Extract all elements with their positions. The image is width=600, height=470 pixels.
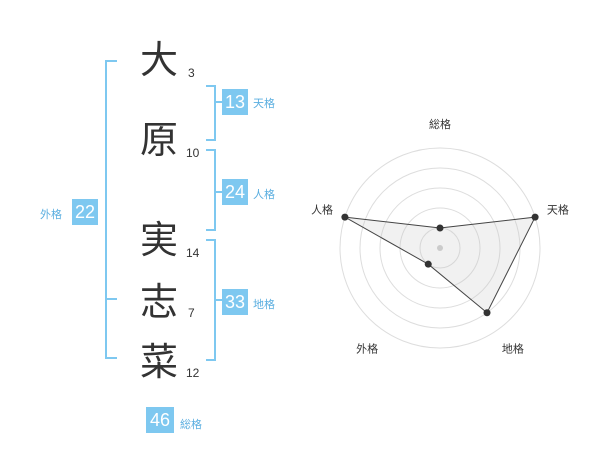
radar-point-5 [341, 213, 349, 221]
radar-point-4 [424, 260, 432, 268]
soukaku-value: 46 [146, 407, 174, 433]
name-char-3: 実 [139, 218, 178, 262]
stroke-count-4: 7 [188, 306, 195, 320]
radar-point-1 [436, 224, 444, 232]
tenkaku-connector [216, 101, 222, 103]
radar-grid [339, 147, 541, 349]
chikaku-value: 33 [222, 289, 248, 315]
radar-area [344, 216, 536, 314]
radar-ring [339, 147, 541, 349]
jinkaku-label: 人格 [253, 188, 275, 201]
jinkaku-bracket [206, 149, 216, 231]
name-char-1: 大 [139, 38, 178, 82]
radar-axis-label-3: 地格 [502, 341, 524, 355]
radar-axis-label-1: 総格 [429, 117, 451, 131]
name-char-5: 菜 [139, 340, 178, 384]
jinkaku-connector [216, 191, 222, 193]
gaikaku-split-tick [107, 298, 117, 300]
jinkaku-value: 24 [222, 179, 248, 205]
stroke-count-3: 14 [186, 246, 200, 260]
radar-axis-label-4: 外格 [356, 341, 378, 355]
radar-point-3 [483, 309, 491, 317]
gaikaku-label: 外格 [40, 208, 62, 221]
chikaku-connector [216, 299, 222, 301]
radar-point-2 [531, 213, 539, 221]
soukaku-label: 総格 [180, 418, 202, 431]
stroke-count-5: 12 [186, 366, 200, 380]
radar-points [341, 213, 539, 317]
name-char-2: 原 [139, 118, 178, 162]
radar-axis-label-5: 人格 [311, 203, 333, 217]
name-char-4: 志 [139, 280, 178, 324]
radar-ring [379, 187, 501, 309]
stroke-count-1: 3 [188, 66, 195, 80]
chikaku-label: 地格 [253, 298, 275, 311]
chikaku-bracket [206, 239, 216, 361]
tenkaku-value: 13 [222, 89, 248, 115]
gaikaku-bracket [105, 60, 117, 359]
radar-center [437, 245, 443, 251]
gaikaku-value: 22 [72, 199, 98, 225]
tenkaku-bracket [206, 85, 216, 141]
tenkaku-label: 天格 [253, 97, 275, 110]
stroke-count-2: 10 [186, 146, 200, 160]
radar-axis-label-2: 天格 [547, 203, 569, 217]
